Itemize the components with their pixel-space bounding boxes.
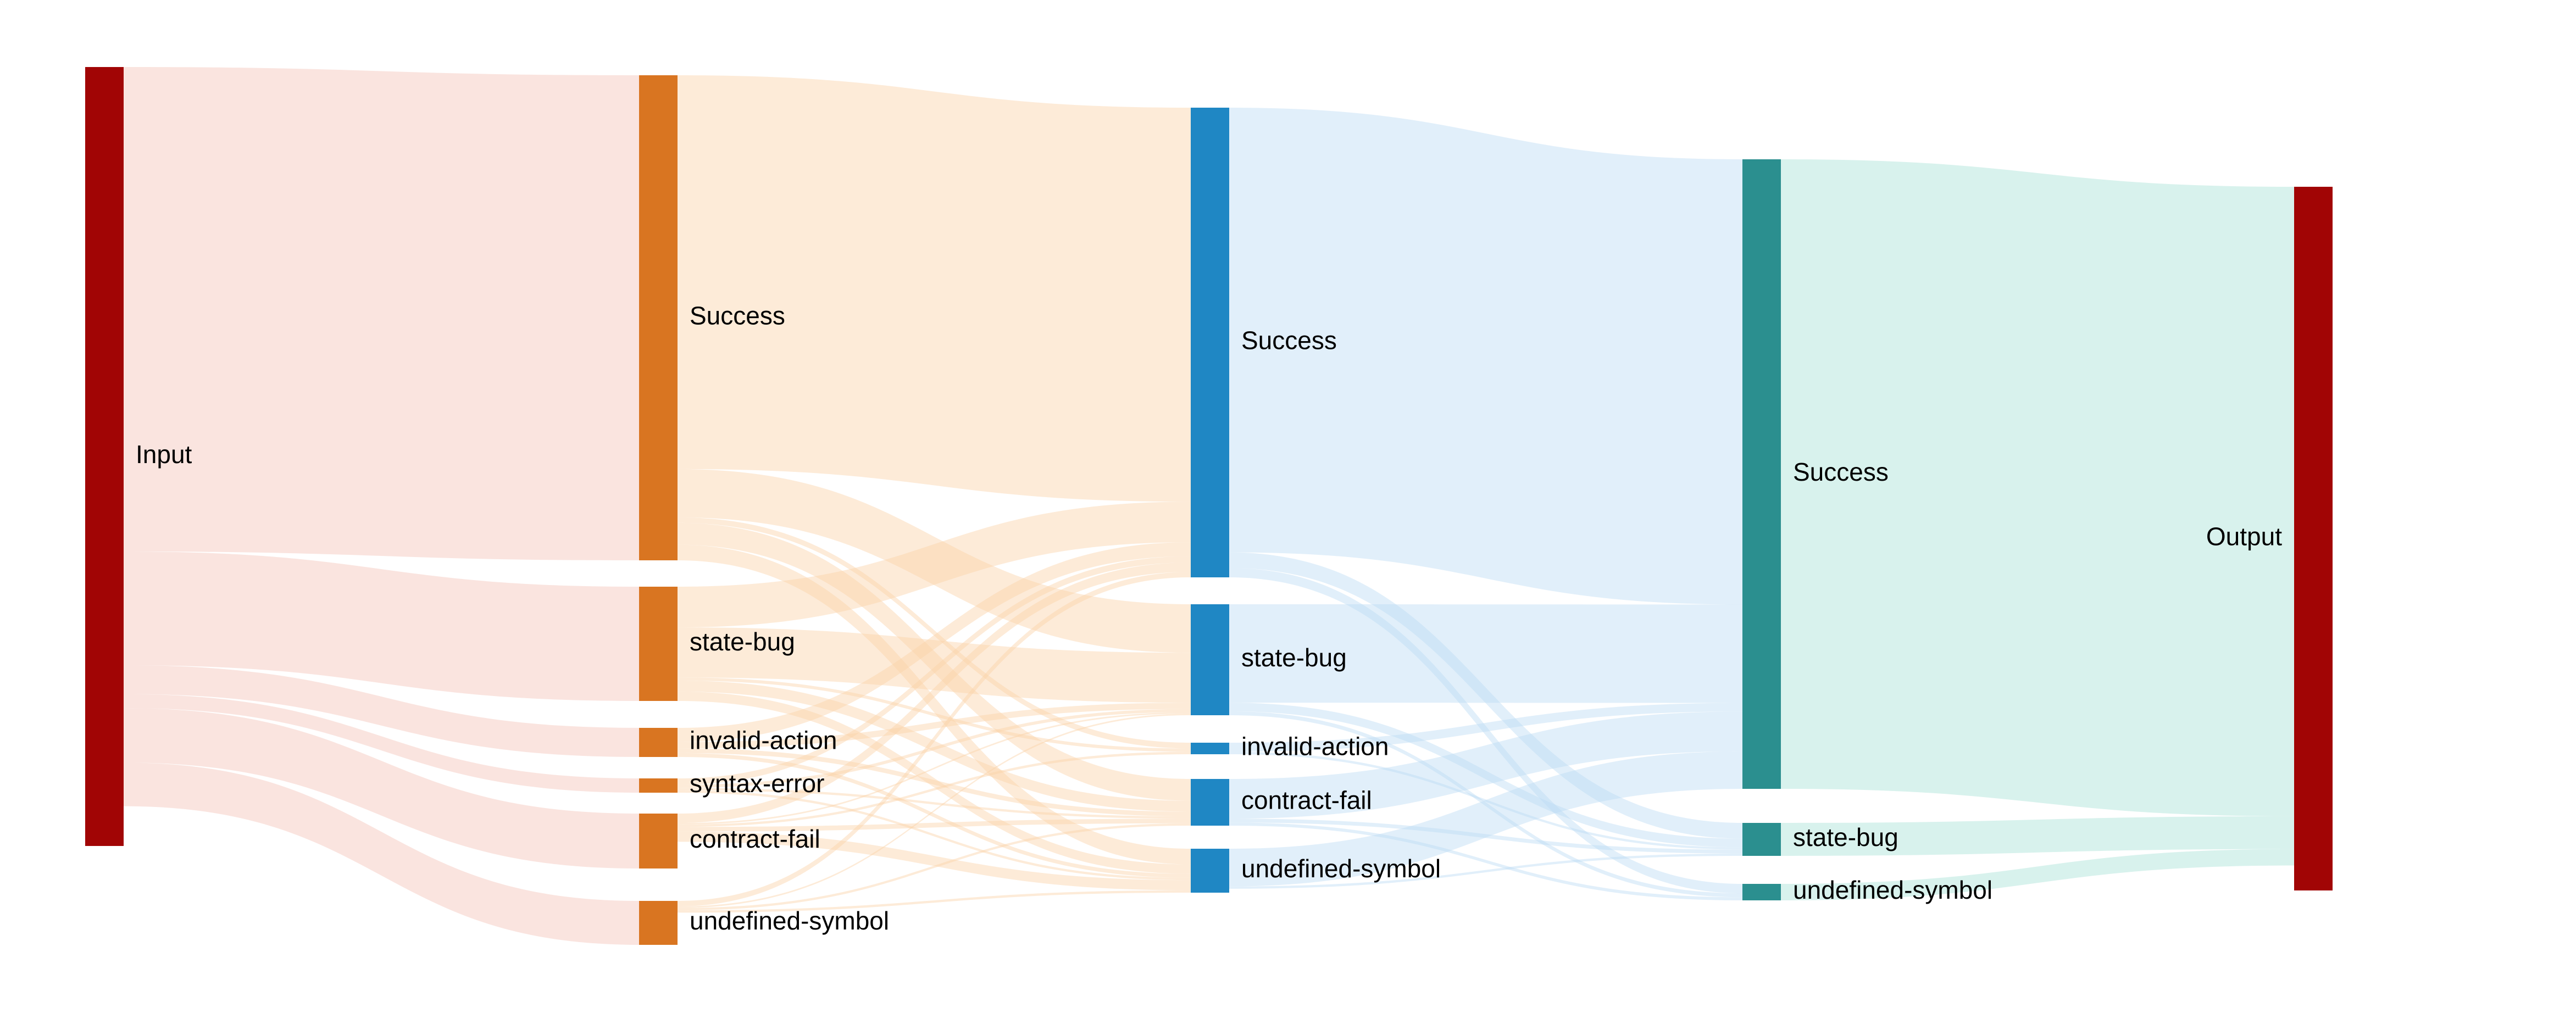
- sankey-link[interactable]: [678, 563, 1191, 823]
- sankey-link[interactable]: [678, 831, 1191, 890]
- sankey-node-undefined-symbol-stage1[interactable]: [639, 901, 678, 945]
- sankey-link[interactable]: [678, 469, 1191, 653]
- sankey-node-invalid-action-stage2[interactable]: [1191, 743, 1229, 754]
- node-label-undefined-symbol-stage1: undefined-symbol: [690, 906, 889, 935]
- sankey-node-success-stage2[interactable]: [1191, 108, 1229, 577]
- sankey-node-undefined-symbol-stage3[interactable]: [1742, 884, 1781, 900]
- node-label-state-bug-stage2: state-bug: [1241, 643, 1347, 672]
- node-label-invalid-action-stage2: invalid-action: [1241, 732, 1389, 761]
- sankey-link[interactable]: [1229, 567, 1742, 894]
- sankey-node-state-bug-stage2[interactable]: [1191, 604, 1229, 715]
- sankey-node-input-stage0[interactable]: [85, 67, 124, 846]
- sankey-link[interactable]: [1229, 703, 1742, 848]
- node-label-undefined-symbol-stage2: undefined-symbol: [1241, 854, 1441, 883]
- sankey-link[interactable]: [124, 762, 639, 945]
- sankey-link[interactable]: [678, 709, 1191, 788]
- sankey-link[interactable]: [678, 502, 1191, 628]
- sankey-link[interactable]: [678, 542, 1191, 742]
- sankey-node-contract-fail-stage1[interactable]: [639, 814, 678, 868]
- sankey-link[interactable]: [1229, 552, 1742, 839]
- sankey-link[interactable]: [1229, 711, 1742, 898]
- sankey-link[interactable]: [678, 572, 1191, 906]
- sankey-link[interactable]: [1229, 751, 1742, 887]
- sankey-link[interactable]: [124, 694, 639, 793]
- node-label-state-bug-stage1: state-bug: [690, 627, 795, 656]
- sankey-node-state-bug-stage1[interactable]: [639, 587, 678, 701]
- node-label-success-stage2: Success: [1241, 326, 1337, 355]
- sankey-link[interactable]: [124, 665, 639, 757]
- links-layer: [124, 67, 2294, 945]
- sankey-node-invalid-action-stage1[interactable]: [639, 728, 678, 757]
- sankey-link[interactable]: [678, 627, 1191, 703]
- sankey-node-contract-fail-stage2[interactable]: [1191, 779, 1229, 826]
- node-label-invalid-action-stage1: invalid-action: [690, 726, 837, 755]
- sankey-link[interactable]: [1781, 159, 2294, 816]
- node-label-input-stage0: Input: [136, 440, 192, 469]
- sankey-link[interactable]: [678, 712, 1191, 825]
- sankey-node-syntax-error-stage1[interactable]: [639, 778, 678, 793]
- sankey-link[interactable]: [1229, 711, 1742, 819]
- sankey-link[interactable]: [1781, 816, 2294, 856]
- sankey-link[interactable]: [678, 691, 1191, 874]
- sankey-node-success-stage1[interactable]: [639, 75, 678, 560]
- sankey-link[interactable]: [1229, 604, 1742, 703]
- sankey-link[interactable]: [1229, 108, 1742, 605]
- sankey-link[interactable]: [678, 680, 1191, 812]
- nodes-layer: [85, 67, 2333, 945]
- sankey-link[interactable]: [678, 75, 1191, 502]
- sankey-link[interactable]: [1229, 819, 1742, 854]
- sankey-link[interactable]: [124, 67, 639, 560]
- sankey-link[interactable]: [1229, 853, 1742, 889]
- sankey-link[interactable]: [678, 790, 1191, 881]
- node-label-success-stage1: Success: [690, 302, 785, 330]
- sankey-link[interactable]: [678, 544, 1191, 865]
- sankey-link[interactable]: [678, 556, 1191, 785]
- sankey-link[interactable]: [678, 714, 1191, 908]
- node-label-output-stage4: Output: [2206, 522, 2282, 551]
- sankey-node-output-stage4[interactable]: [2294, 187, 2333, 890]
- sankey-link[interactable]: [678, 703, 1191, 749]
- sankey-link[interactable]: [678, 823, 1191, 911]
- sankey-link[interactable]: [678, 788, 1191, 819]
- sankey-link[interactable]: [1229, 822, 1742, 900]
- sankey-link[interactable]: [678, 517, 1191, 749]
- sankey-link[interactable]: [678, 748, 1191, 816]
- sankey-link[interactable]: [678, 890, 1191, 913]
- sankey-link[interactable]: [124, 551, 639, 701]
- sankey-link[interactable]: [1229, 751, 1742, 850]
- sankey-link[interactable]: [1781, 849, 2294, 900]
- sankey-link[interactable]: [124, 708, 639, 868]
- node-label-syntax-error-stage1: syntax-error: [690, 769, 824, 798]
- sankey-link[interactable]: [678, 819, 1191, 832]
- node-label-success-stage3: Success: [1793, 458, 1889, 486]
- sankey-link[interactable]: [1229, 703, 1742, 752]
- sankey-link[interactable]: [678, 753, 1191, 878]
- labels-layer: InputSuccessstate-buginvalid-actionsynta…: [136, 302, 2282, 936]
- node-label-undefined-symbol-stage3: undefined-symbol: [1793, 876, 1992, 904]
- sankey-node-state-bug-stage3[interactable]: [1742, 823, 1781, 856]
- node-label-contract-fail-stage2: contract-fail: [1241, 786, 1372, 815]
- sankey-node-success-stage3[interactable]: [1742, 159, 1781, 789]
- node-label-contract-fail-stage1: contract-fail: [690, 825, 820, 853]
- sankey-link[interactable]: [678, 751, 1191, 827]
- node-label-state-bug-stage3: state-bug: [1793, 823, 1898, 851]
- sankey-link[interactable]: [678, 677, 1191, 752]
- sankey-link[interactable]: [678, 522, 1191, 801]
- sankey-node-undefined-symbol-stage2[interactable]: [1191, 849, 1229, 893]
